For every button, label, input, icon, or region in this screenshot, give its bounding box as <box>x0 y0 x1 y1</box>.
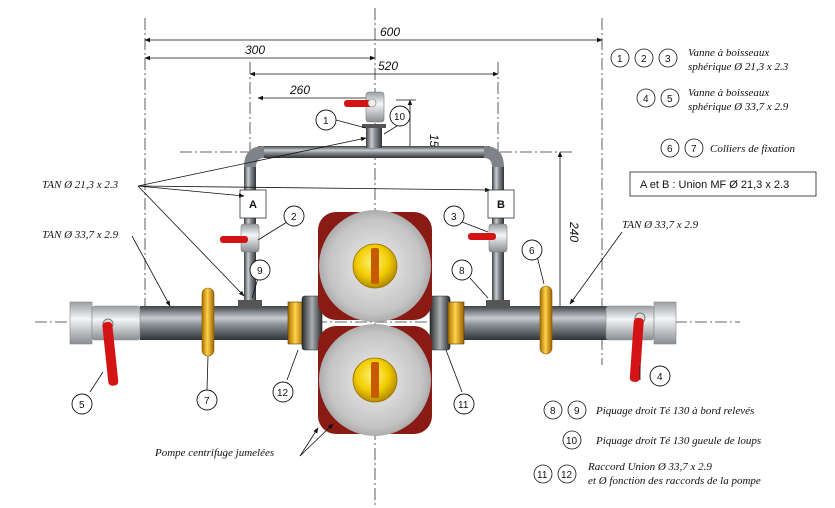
valve-4 <box>605 301 677 382</box>
svg-text:2: 2 <box>291 212 297 223</box>
union-nut-12 <box>287 295 323 351</box>
svg-text:12: 12 <box>277 388 289 399</box>
svg-text:Piquage droit Té 130 à bord re: Piquage droit Té 130 à bord relevés <box>595 405 754 417</box>
callout-5: 5 <box>71 393 93 415</box>
union-a-label: A <box>249 199 257 211</box>
svg-text:2: 2 <box>641 54 647 65</box>
dim-260: 260 <box>289 83 310 97</box>
svg-text:Raccord Union Ø 33,7 x 2.9: Raccord Union Ø 33,7 x 2.9 <box>587 461 712 473</box>
callout-circles: 1 10 2 3 9 8 6 4 5 7 12 11 <box>71 105 671 415</box>
label-tan-21-left: TAN Ø 21,3 x 2.3 <box>42 179 119 191</box>
svg-text:6: 6 <box>667 144 673 155</box>
callout-9: 9 <box>249 259 271 281</box>
legend-1-2-3: 1 2 3 Vanne à boisseaux sphérique Ø 21,3… <box>610 47 789 73</box>
svg-text:5: 5 <box>79 400 85 411</box>
legend-6-7: 6 7 Colliers de fixation <box>660 138 795 158</box>
svg-text:9: 9 <box>574 406 580 417</box>
union-b: B <box>487 189 515 219</box>
svg-text:3: 3 <box>451 212 457 223</box>
svg-text:3: 3 <box>665 54 671 65</box>
svg-text:Vanne à boisseaux: Vanne à boisseaux <box>688 87 769 99</box>
svg-text:4: 4 <box>643 94 649 105</box>
label-pump: Pompe centrifuge jumelées <box>154 447 274 459</box>
svg-text:6: 6 <box>529 246 535 257</box>
union-nut-11 <box>429 295 465 351</box>
valve-2 <box>220 223 260 253</box>
svg-text:sphérique Ø 21,3 x 2.3: sphérique Ø 21,3 x 2.3 <box>688 61 789 73</box>
callout-6: 6 <box>521 239 543 261</box>
callout-12: 12 <box>272 381 294 403</box>
callout-10: 10 <box>389 105 411 127</box>
callout-3: 3 <box>443 205 465 227</box>
valve-5 <box>69 301 141 386</box>
union-b-label: B <box>497 199 505 211</box>
union-a: A <box>239 189 267 219</box>
legend-union-box: A et B : Union MF Ø 21,3 x 2.3 <box>629 171 817 197</box>
collar-7 <box>201 287 215 357</box>
dim-240: 240 <box>567 221 581 242</box>
legend-8-9: 8 9 Piquage droit Té 130 à bord relevés <box>543 400 754 420</box>
callout-8: 8 <box>451 259 473 281</box>
svg-text:1: 1 <box>617 54 623 65</box>
label-tan-33-right: TAN Ø 33,7 x 2.9 <box>622 219 699 231</box>
callout-11: 11 <box>453 393 475 415</box>
svg-text:7: 7 <box>204 396 210 407</box>
svg-text:11: 11 <box>458 400 469 411</box>
svg-text:10: 10 <box>394 112 406 123</box>
dimension-lines <box>144 37 603 319</box>
collar-6 <box>539 285 553 355</box>
valve-3 <box>468 223 508 253</box>
callout-2: 2 <box>283 205 305 227</box>
svg-text:12: 12 <box>561 470 573 481</box>
svg-text:A et B : Union MF Ø 21,3 x 2.3: A et B : Union MF Ø 21,3 x 2.3 <box>640 179 789 191</box>
svg-text:8: 8 <box>550 406 556 417</box>
callout-1: 1 <box>315 109 337 131</box>
svg-text:sphérique Ø 33,7 x 2.9: sphérique Ø 33,7 x 2.9 <box>688 101 789 113</box>
main-pipe <box>140 300 610 340</box>
legend: 1 2 3 Vanne à boisseaux sphérique Ø 21,3… <box>533 47 817 487</box>
callout-7: 7 <box>196 389 218 411</box>
dim-300: 300 <box>245 43 265 57</box>
svg-text:4: 4 <box>657 372 663 383</box>
legend-11-12: 11 12 Raccord Union Ø 33,7 x 2.9 et Ø fo… <box>533 461 761 487</box>
svg-text:Piquage droit Té 130 gueule de: Piquage droit Té 130 gueule de loups <box>595 435 761 447</box>
svg-text:1: 1 <box>323 116 329 127</box>
svg-text:Colliers de fixation: Colliers de fixation <box>710 143 795 155</box>
dim-600: 600 <box>380 25 400 39</box>
dim-520: 520 <box>378 59 398 73</box>
svg-text:9: 9 <box>257 266 263 277</box>
valve-1 <box>344 91 385 123</box>
svg-text:10: 10 <box>566 436 578 447</box>
pump-top <box>318 210 432 322</box>
svg-text:11: 11 <box>537 470 548 481</box>
legend-4-5: 4 5 Vanne à boisseaux sphérique Ø 33,7 x… <box>636 87 789 113</box>
svg-text:8: 8 <box>459 266 465 277</box>
svg-text:Vanne à boisseaux: Vanne à boisseaux <box>688 47 769 59</box>
svg-text:7: 7 <box>691 144 697 155</box>
callout-4: 4 <box>649 365 671 387</box>
svg-text:5: 5 <box>667 94 673 105</box>
legend-10: 10 Piquage droit Té 130 gueule de loups <box>562 430 761 450</box>
label-tan-33-left: TAN Ø 33,7 x 2.9 <box>42 229 119 241</box>
svg-text:et Ø fonction des raccords de: et Ø fonction des raccords de la pompe <box>588 475 761 487</box>
pump-bottom <box>318 324 432 436</box>
